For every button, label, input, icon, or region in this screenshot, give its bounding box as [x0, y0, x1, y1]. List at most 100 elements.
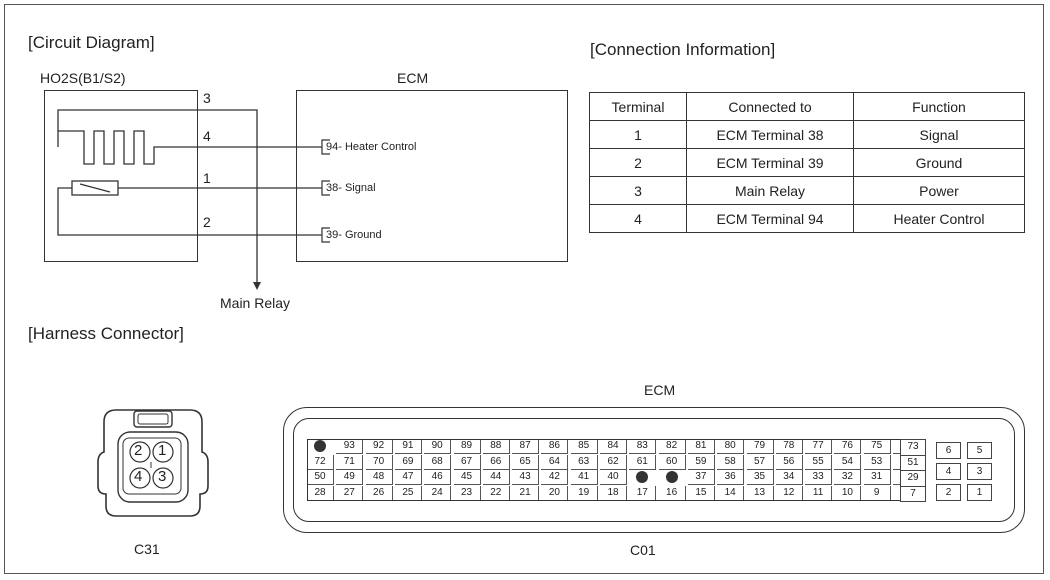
ecm-pin-cell: 89	[453, 439, 481, 454]
ecm-pin-39: 39- Ground	[326, 229, 382, 241]
blank-pin-dot	[665, 471, 678, 483]
sensor-box	[44, 90, 198, 262]
ecm-pin-cell: 64	[541, 454, 569, 470]
circuit-diagram-heading: [Circuit Diagram]	[28, 33, 155, 52]
ecm-pin-cell: 33	[805, 470, 833, 485]
ecm-side-pin-cell: 29	[900, 470, 926, 487]
c31-pin-1: 1	[158, 442, 167, 459]
ecm-pin-cell: 56	[775, 454, 803, 470]
ecm-pin-cell: 55	[805, 454, 833, 470]
power-wire	[57, 109, 258, 283]
ecm-pin-cell: 92	[365, 439, 393, 454]
header-function: Function	[853, 92, 1025, 121]
ecm-pin-cell: 34	[775, 470, 803, 485]
ecm-pin-cell: 85	[570, 439, 598, 454]
ecm-pin-cell: 44	[482, 470, 510, 485]
ecm-pin-cell: 65	[512, 454, 540, 470]
ecm-pin-cell: 58	[717, 454, 745, 470]
ecm-pin-cell: 53	[863, 454, 891, 470]
ecm-pin-cell: 67	[453, 454, 481, 470]
c01-label: C01	[630, 542, 656, 558]
sensor-pin-1: 1	[203, 170, 211, 186]
table-cell: Heater Control	[853, 204, 1025, 233]
ecm-pin-cell: 49	[336, 470, 364, 485]
ecm-pin-38: 38- Signal	[326, 182, 376, 194]
ecm-pin-cell: 84	[600, 439, 627, 454]
ecm-pin-cell: 79	[746, 439, 774, 454]
ecm-pin-cell: 36	[717, 470, 745, 485]
c31-pin-3: 3	[158, 468, 167, 485]
ecm-side-pin-cell: 51	[900, 454, 926, 471]
ecm-pin-cell: 43	[512, 470, 540, 485]
connection-info-heading: [Connection Information]	[590, 40, 776, 59]
ecm-pin-cell: 68	[424, 454, 452, 470]
table-cell: 4	[589, 204, 687, 233]
ecm-pin-cell: 60	[658, 454, 686, 470]
ecm-pin-cell: 69	[394, 454, 422, 470]
ecm-pin-cell: 63	[570, 454, 598, 470]
ecm-pin-cell: 70	[365, 454, 393, 470]
ecm-pin-cell: 40	[600, 470, 627, 485]
ecm-connector-label: ECM	[644, 382, 676, 398]
c31-label: C31	[134, 541, 160, 557]
sensor-label: HO2S(B1/S2)	[40, 70, 126, 86]
c01-main-block-outline	[307, 439, 923, 501]
ecm-pin-cell: 47	[394, 470, 422, 485]
c01-outer-shell	[283, 407, 1025, 533]
ecm-pin-cell: 41	[570, 470, 598, 485]
main-relay-label: Main Relay	[220, 295, 291, 311]
table-row: 4 ECM Terminal 94 Heater Control	[589, 204, 1025, 233]
header-terminal: Terminal	[589, 92, 687, 121]
table-cell: ECM Terminal 38	[686, 120, 854, 149]
sensor-pin-4: 4	[203, 128, 211, 144]
ecm-pin-cell: 62	[600, 454, 627, 470]
ecm-pin-cell: 37	[687, 470, 715, 485]
blank-pin-dot	[314, 440, 326, 452]
ecm-pin-cell: 81	[687, 439, 715, 454]
ecm-small-pin-cell: 5	[967, 442, 992, 459]
ecm-small-pin-cell: 1	[967, 484, 992, 501]
table-cell: ECM Terminal 39	[686, 148, 854, 177]
table-cell: ECM Terminal 94	[686, 204, 854, 233]
ecm-pin-cell: 80	[717, 439, 745, 454]
ecm-pin-cell: 57	[746, 454, 774, 470]
ecm-pin-cell: 54	[834, 454, 862, 470]
sensor-pin-3: 3	[203, 90, 211, 106]
ecm-pin-cell: 76	[834, 439, 862, 454]
c31-pin-2: 2	[134, 442, 143, 459]
ecm-pin-cell: 78	[775, 439, 803, 454]
ecm-pin-cell: 86	[541, 439, 569, 454]
ecm-pin-cell: 72	[307, 454, 334, 470]
ecm-pin-cell: 88	[482, 439, 510, 454]
ecm-small-pin-cell: 6	[936, 442, 961, 459]
diagram-frame	[4, 4, 1044, 574]
ecm-small-pin-cell: 4	[936, 463, 961, 480]
ecm-pin-cell: 77	[805, 439, 833, 454]
ecm-pin-cell: 93	[336, 439, 364, 454]
ground-wire	[57, 187, 322, 236]
connection-table: Terminal Connected to Function 1 ECM Ter…	[589, 92, 1025, 233]
ecm-pin-cell: 35	[746, 470, 774, 485]
ecm-small-pin-cell: 2	[936, 484, 961, 501]
ecm-pin-cell: 66	[482, 454, 510, 470]
ecm-pin-cell: 90	[424, 439, 452, 454]
c01-inner-shell	[293, 418, 1015, 522]
arrow-down-icon	[253, 282, 261, 290]
ecm-pin-cell: 32	[834, 470, 862, 485]
ecm-side-pin-cell: 7	[900, 485, 926, 502]
ecm-pin-cell: 82	[658, 439, 686, 454]
ecm-pin-cell: 59	[687, 454, 715, 470]
ecm-pin-cell: 91	[394, 439, 422, 454]
ecm-pin-cell: 87	[512, 439, 540, 454]
ecm-box	[296, 90, 568, 262]
ecm-pin-cell: 61	[629, 454, 657, 470]
c31-pin-4: 4	[134, 468, 143, 485]
ecm-label: ECM	[397, 70, 429, 86]
table-header-row: Terminal Connected to Function	[589, 92, 1025, 121]
ecm-pin-94: 94- Heater Control	[326, 141, 417, 153]
ecm-small-pin-cell: 3	[967, 463, 992, 480]
header-connected-to: Connected to	[686, 92, 854, 121]
ecm-pin-cell: 42	[541, 470, 569, 485]
